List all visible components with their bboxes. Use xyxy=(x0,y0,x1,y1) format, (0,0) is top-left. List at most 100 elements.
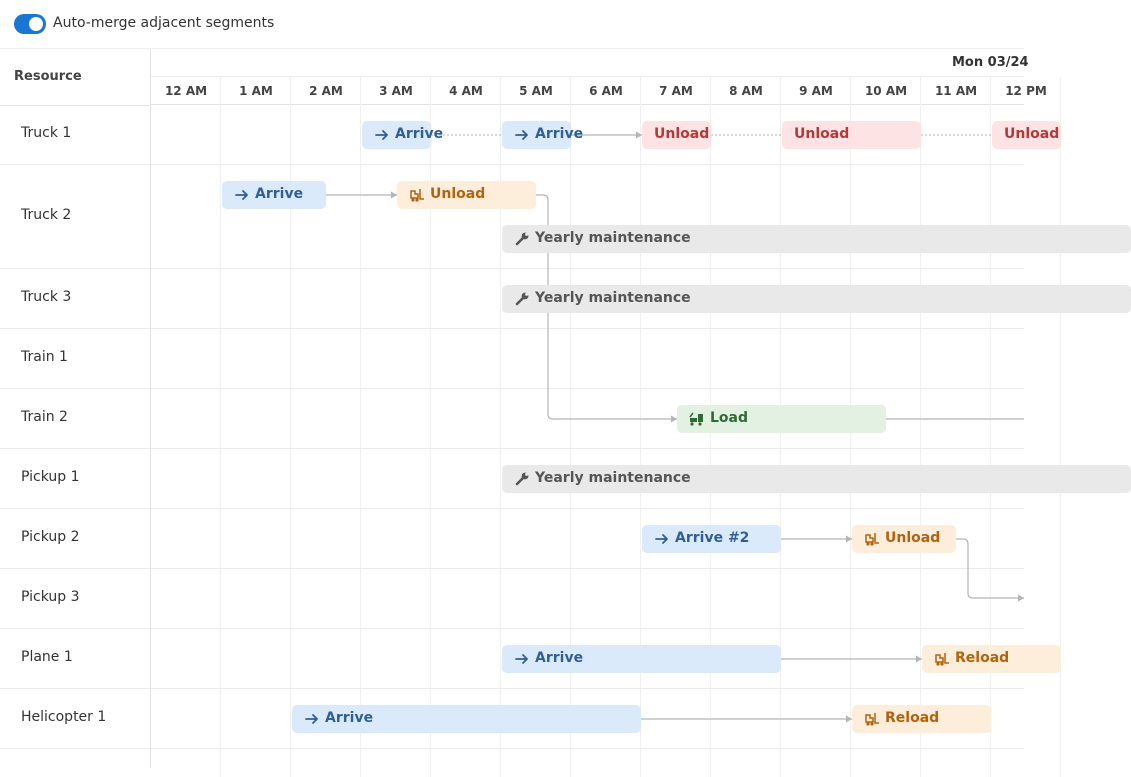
row-gridline xyxy=(151,388,1024,389)
resource-row[interactable]: Truck 3 xyxy=(0,269,150,329)
hour-gridline xyxy=(500,77,501,777)
event-label: Arrive xyxy=(255,186,304,202)
event-bar-arrive[interactable]: Arrive xyxy=(222,181,326,209)
event-bar-unload2[interactable]: Unload xyxy=(852,525,956,553)
date-header: Mon 03/24 xyxy=(952,55,1029,70)
hour-label: 3 AM xyxy=(379,84,413,98)
event-bar-arrive[interactable]: Arrive xyxy=(502,645,781,673)
arrow-right-icon xyxy=(304,711,320,727)
resource-name: Truck 2 xyxy=(21,207,72,223)
hour-gridline xyxy=(920,77,921,777)
resource-row[interactable]: Pickup 3 xyxy=(0,569,150,629)
auto-merge-toggle[interactable] xyxy=(14,14,46,34)
toggle-knob xyxy=(29,17,43,31)
resource-row[interactable]: Helicopter 1 xyxy=(0,689,150,749)
row-gridline xyxy=(151,628,1024,629)
event-bar-load[interactable]: Load xyxy=(677,405,886,433)
resource-row[interactable]: Train 2 xyxy=(0,389,150,449)
link-arrowhead xyxy=(671,415,677,423)
resource-name: Pickup 1 xyxy=(21,469,80,485)
hour-label: 6 AM xyxy=(589,84,623,98)
hour-gridline xyxy=(220,77,221,777)
arrow-right-icon xyxy=(654,531,670,547)
hour-label: 9 AM xyxy=(799,84,833,98)
resource-header-label: Resource xyxy=(14,69,82,84)
hour-label: 10 AM xyxy=(864,84,908,98)
resource-row[interactable]: Pickup 2 xyxy=(0,509,150,569)
link-arrowhead xyxy=(846,535,852,543)
event-label: Unload xyxy=(430,186,486,202)
hour-gridline xyxy=(990,77,991,777)
hour-gridline xyxy=(360,77,361,777)
event-bar-arrive[interactable]: Arrive #2 xyxy=(642,525,781,553)
resource-header[interactable]: Resource xyxy=(0,49,150,106)
event-label: Arrive xyxy=(535,126,584,142)
row-gridline xyxy=(151,164,1024,165)
hour-label: 1 AM xyxy=(239,84,273,98)
resource-row[interactable]: Truck 1 xyxy=(0,105,150,165)
dependency-link xyxy=(956,538,1024,599)
arrow-right-icon xyxy=(374,127,390,143)
event-label: Arrive xyxy=(535,650,584,666)
resource-name: Train 1 xyxy=(21,349,68,365)
event-label: Yearly maintenance xyxy=(535,230,691,246)
hour-label: 12 AM xyxy=(164,84,208,98)
event-bar-unload2[interactable]: Unload xyxy=(397,181,536,209)
event-label: Unload xyxy=(885,530,941,546)
hour-gridline xyxy=(430,77,431,777)
wrench-icon xyxy=(514,471,530,487)
event-bar-arrive[interactable]: Arrive xyxy=(502,121,583,149)
event-bar-unload[interactable]: Unload xyxy=(642,121,711,149)
wrench-icon xyxy=(514,231,530,247)
forklift-icon xyxy=(864,531,880,547)
auto-merge-label: Auto-merge adjacent segments xyxy=(53,15,275,31)
row-gridline xyxy=(151,508,1024,509)
event-label: Arrive xyxy=(325,710,374,726)
resource-name: Truck 3 xyxy=(21,289,72,305)
event-bar-unload2[interactable]: Reload xyxy=(922,645,1061,673)
event-label: Unload xyxy=(1004,126,1060,142)
hour-label: 11 AM xyxy=(934,84,978,98)
event-label: Yearly maintenance xyxy=(535,470,691,486)
event-label: Arrive xyxy=(395,126,444,142)
hour-label: 2 AM xyxy=(309,84,343,98)
event-label: Unload xyxy=(794,126,850,142)
hour-label: 5 AM xyxy=(519,84,553,98)
resource-name: Truck 1 xyxy=(21,125,72,141)
event-bar-unload[interactable]: Unload xyxy=(992,121,1061,149)
hour-gridline xyxy=(290,77,291,777)
dependency-links xyxy=(326,131,1024,723)
event-bar-maint[interactable]: Yearly maintenance xyxy=(502,225,1131,253)
forklift-icon xyxy=(934,651,950,667)
hour-label: 7 AM xyxy=(659,84,693,98)
event-bar-unload[interactable]: Unload xyxy=(782,121,921,149)
link-arrowhead xyxy=(916,655,922,663)
resource-name: Pickup 3 xyxy=(21,589,80,605)
event-bar-maint[interactable]: Yearly maintenance xyxy=(502,285,1131,313)
row-gridline xyxy=(151,328,1024,329)
resource-name: Helicopter 1 xyxy=(21,709,107,725)
resource-row[interactable]: Train 1 xyxy=(0,329,150,389)
event-label: Unload xyxy=(654,126,710,142)
event-bar-arrive[interactable]: Arrive xyxy=(362,121,443,149)
event-label: Arrive #2 xyxy=(675,530,750,546)
event-label: Load xyxy=(710,410,749,426)
event-label: Reload xyxy=(955,650,1010,666)
timeline: Mon 03/24 12 AM 1 AM 2 AM 3 AM 4 AM 5 AM 6 AM 7… xyxy=(151,49,1131,777)
event-bar-unload2[interactable]: Reload xyxy=(852,705,991,733)
header-divider xyxy=(151,104,1024,105)
hour-label: 4 AM xyxy=(449,84,483,98)
arrow-right-icon xyxy=(234,187,250,203)
row-gridline xyxy=(151,268,1024,269)
hour-gridline xyxy=(1060,77,1061,777)
resource-row[interactable]: Plane 1 xyxy=(0,629,150,689)
row-gridline xyxy=(151,748,1024,749)
resource-row[interactable]: Truck 2 xyxy=(0,165,150,269)
hour-gridline xyxy=(640,77,641,777)
event-bar-arrive[interactable]: Arrive xyxy=(292,705,641,733)
event-bar-maint[interactable]: Yearly maintenance xyxy=(502,465,1131,493)
resource-row[interactable]: Pickup 1 xyxy=(0,449,150,509)
hour-label: 12 PM xyxy=(1005,84,1047,98)
resource-name: Train 2 xyxy=(21,409,68,425)
forklift-icon xyxy=(864,711,880,727)
